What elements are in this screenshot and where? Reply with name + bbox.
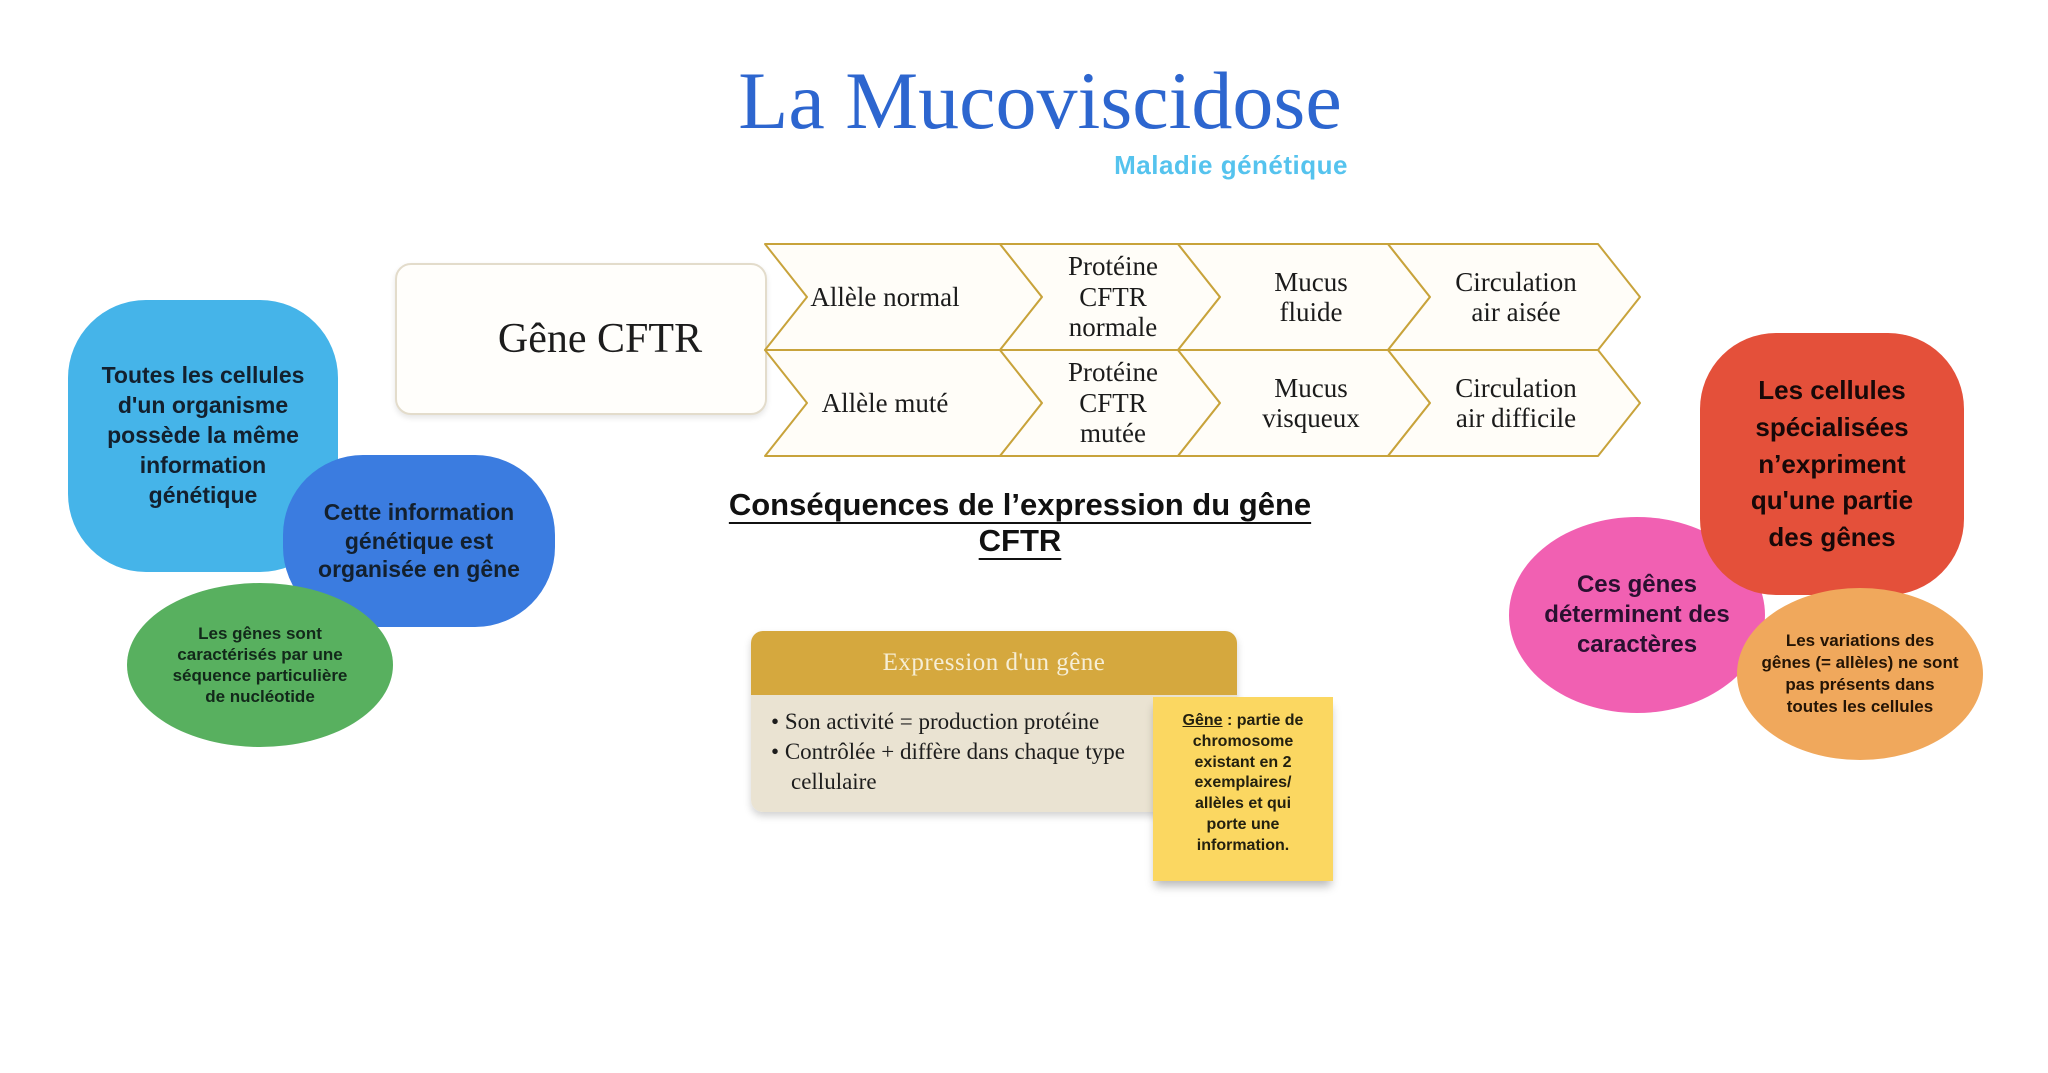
chevron-label-allele-mute: Allèle muté <box>821 387 949 418</box>
chevron-shape-circulation-difficile <box>1387 349 1641 457</box>
expression-box-header: Expression d'un gêne <box>751 631 1237 695</box>
bubble-gene-sequence: Les gênes sont caractérisés par une séqu… <box>127 583 393 747</box>
sticky-note-gene-definition: Gêne : partie de chromosome existant en … <box>1153 697 1333 881</box>
chevron-label-circulation-difficile: Circulation air difficile <box>1455 372 1577 434</box>
bubble-specialized-cells: Les cellules spécialisées n’expriment qu… <box>1700 333 1964 595</box>
chevron-label-proteine-normale: Protéine CFTR normale <box>1068 251 1158 343</box>
page-title: La Mucoviscidose <box>738 55 1342 146</box>
gene-cftr-label: Gêne CFTR <box>497 316 703 362</box>
chevron-label-proteine-mutee: Protéine CFTR mutée <box>1068 357 1158 449</box>
sticky-note-definition: : partie de chromosome existant en 2 exe… <box>1192 712 1304 854</box>
chevron-label-mucus-fluide: Mucus fluide <box>1274 266 1348 328</box>
gene-cftr-box: Gêne CFTR <box>395 263 767 415</box>
expression-bullet-control: Contrôlée + diffère dans chaque type cel… <box>771 737 1223 797</box>
chevron-label-allele-normal: Allèle normal <box>810 281 960 312</box>
bubble-gene-variations: Les variations des gênes (= allèles) ne … <box>1737 588 1983 760</box>
page-subtitle: Maladie génétique <box>1114 150 1348 180</box>
expression-box: Expression d'un gêne Son activité = prod… <box>751 631 1237 812</box>
sticky-note-term: Gêne <box>1182 712 1223 729</box>
expression-bullet-activity: Son activité = production protéine <box>771 707 1223 737</box>
chevron-label-mucus-visqueux: Mucus visqueux <box>1262 372 1360 434</box>
chevron-flow <box>764 243 1641 457</box>
section-heading: Conséquences de l’expression du gêne CFT… <box>728 487 1312 558</box>
chevron-label-circulation-aisee: Circulation air aisée <box>1455 266 1577 328</box>
bubble-all-cells: Toutes les cellules d'un organisme possè… <box>68 300 338 572</box>
